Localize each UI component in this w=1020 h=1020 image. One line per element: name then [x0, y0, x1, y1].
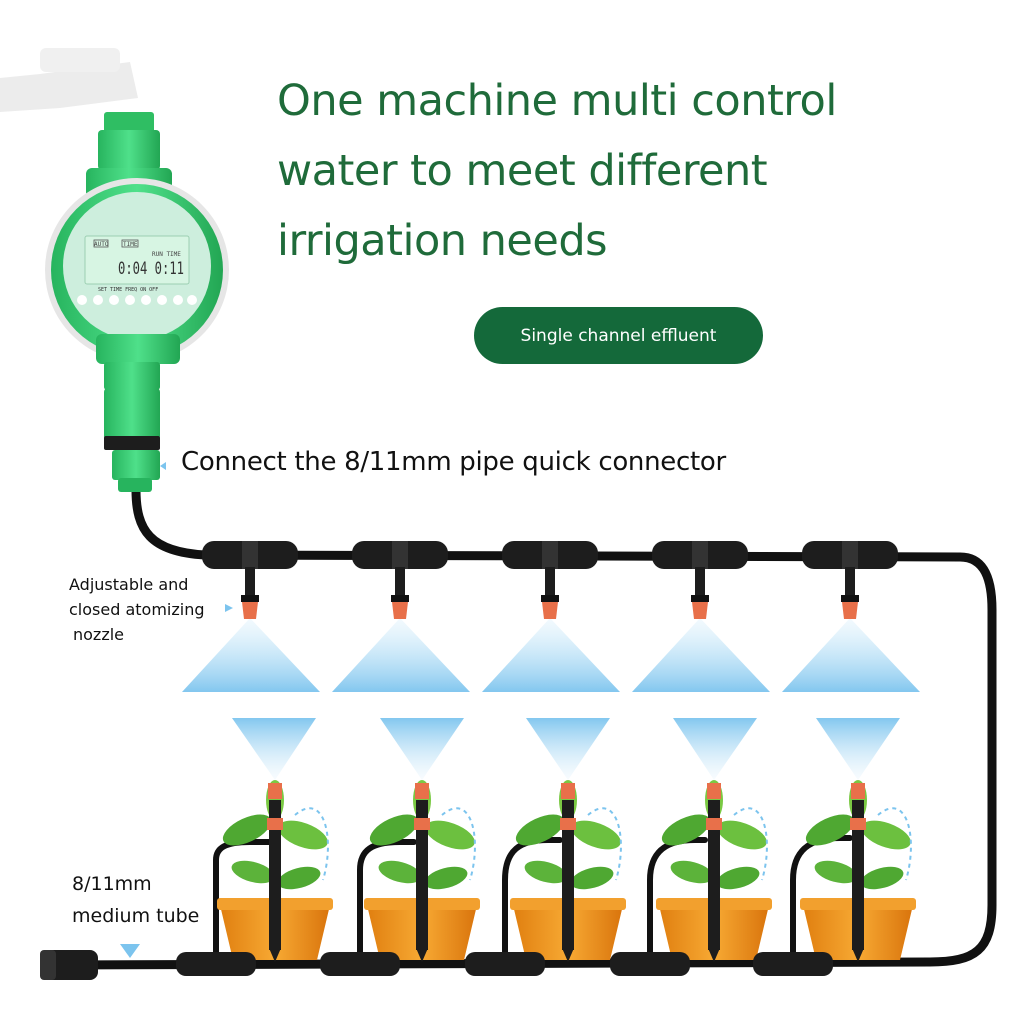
lower-spray-cones	[232, 718, 900, 780]
top-tee-connectors	[202, 541, 898, 619]
single-channel-badge: Single channel effluent	[474, 307, 763, 364]
headline-line-3: irrigation needs	[277, 216, 608, 266]
lcd-run-time: RUN TIME	[152, 251, 181, 258]
lcd-auto-tag: AUTO	[94, 241, 109, 248]
tube-label-line-2: medium tube	[72, 905, 200, 927]
pointer-arrows	[120, 462, 233, 958]
nozzle-label-line-1: Adjustable and	[69, 575, 189, 594]
potted-plants	[217, 780, 916, 962]
main-tube	[55, 485, 997, 970]
nozzle-label-line-3: nozzle	[73, 625, 125, 644]
end-plug	[40, 950, 98, 980]
nozzle-label-line-2: closed atomizing	[69, 600, 205, 619]
faucet-shadow	[0, 48, 138, 112]
lcd-time-tag: TIME	[123, 241, 138, 248]
headline-line-2: water to meet different	[277, 146, 768, 196]
top-spray-cones	[182, 618, 920, 692]
headline-line-1: One machine multi control	[277, 76, 837, 126]
lcd-digits: 0:04 0:11	[118, 259, 184, 279]
water-timer: AUTO TIME RUN TIME 0:04 0:11 SET TIME FR…	[45, 112, 229, 492]
connector-label: Connect the 8/11mm pipe quick connector	[181, 447, 726, 477]
lcd-button-row: SET TIME FREQ ON OFF	[98, 287, 158, 293]
bottom-tee-connectors	[176, 952, 833, 976]
tube-label-line-1: 8/11mm	[72, 873, 152, 895]
